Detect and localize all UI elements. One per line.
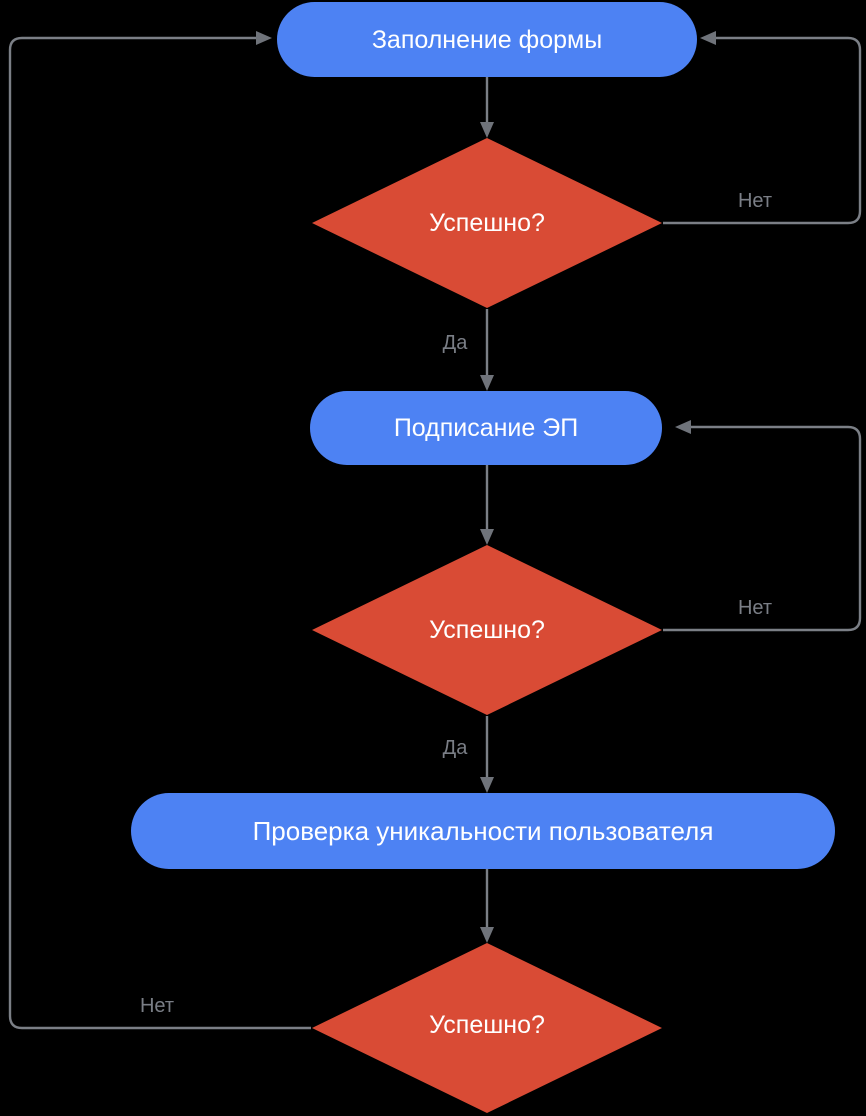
arrowhead-icon [480, 777, 494, 793]
arrowhead-icon [256, 31, 272, 45]
node-label-check-uniqueness: Проверка уникальности пользователя [253, 816, 714, 846]
node-check-uniqueness[interactable]: Проверка уникальности пользователя [131, 793, 835, 869]
node-shape [312, 138, 662, 308]
node-decision-sign-success[interactable]: Успешно? [312, 545, 662, 715]
node-label-sign-es: Подписание ЭП [394, 414, 578, 442]
edge-decision2-yes-to-unique: Да [443, 716, 494, 793]
node-shape [131, 793, 835, 869]
edge-unique-to-decision3 [480, 869, 494, 943]
arrowhead-icon [480, 375, 494, 391]
arrowhead-icon [480, 122, 494, 138]
edge-decision1-yes-to-sign: Да [443, 309, 494, 391]
edge-decision2-no-to-sign: Нет [663, 420, 862, 632]
edge-label-yes-2: Да [443, 737, 469, 759]
edge-label-yes-1: Да [443, 332, 469, 354]
edge-label-no-3: Нет [140, 995, 174, 1017]
edge-label-no-2: Нет [738, 597, 772, 619]
node-decision-form-success[interactable]: Успешно? [312, 138, 662, 308]
node-label-decision-3: Успешно? [429, 1011, 545, 1039]
node-label-decision-2: Успешно? [429, 616, 545, 644]
node-label-decision-1: Успешно? [429, 209, 545, 237]
edge-sign-to-decision2 [480, 465, 494, 545]
edge-form-to-decision1 [480, 77, 494, 138]
edge-decision3-no-to-form: Нет [8, 31, 311, 1030]
arrowhead-icon [675, 420, 691, 434]
edge-decision1-no-to-form: Нет [663, 31, 862, 225]
node-shape [277, 2, 697, 77]
node-sign-es[interactable]: Подписание ЭП [310, 391, 662, 465]
node-label-fill-form: Заполнение формы [372, 26, 602, 54]
edge-line [663, 36, 862, 225]
edge-line [663, 425, 862, 632]
edge-label-no-1: Нет [738, 190, 772, 212]
node-decision-uniqueness-success[interactable]: Успешно? [312, 943, 662, 1113]
node-shape [310, 391, 662, 465]
edge-line [8, 36, 311, 1030]
node-shape [312, 943, 662, 1113]
arrowhead-icon [480, 927, 494, 943]
node-shape [312, 545, 662, 715]
arrowhead-icon [700, 31, 716, 45]
arrowhead-icon [480, 529, 494, 545]
node-fill-form[interactable]: Заполнение формы [277, 2, 697, 77]
